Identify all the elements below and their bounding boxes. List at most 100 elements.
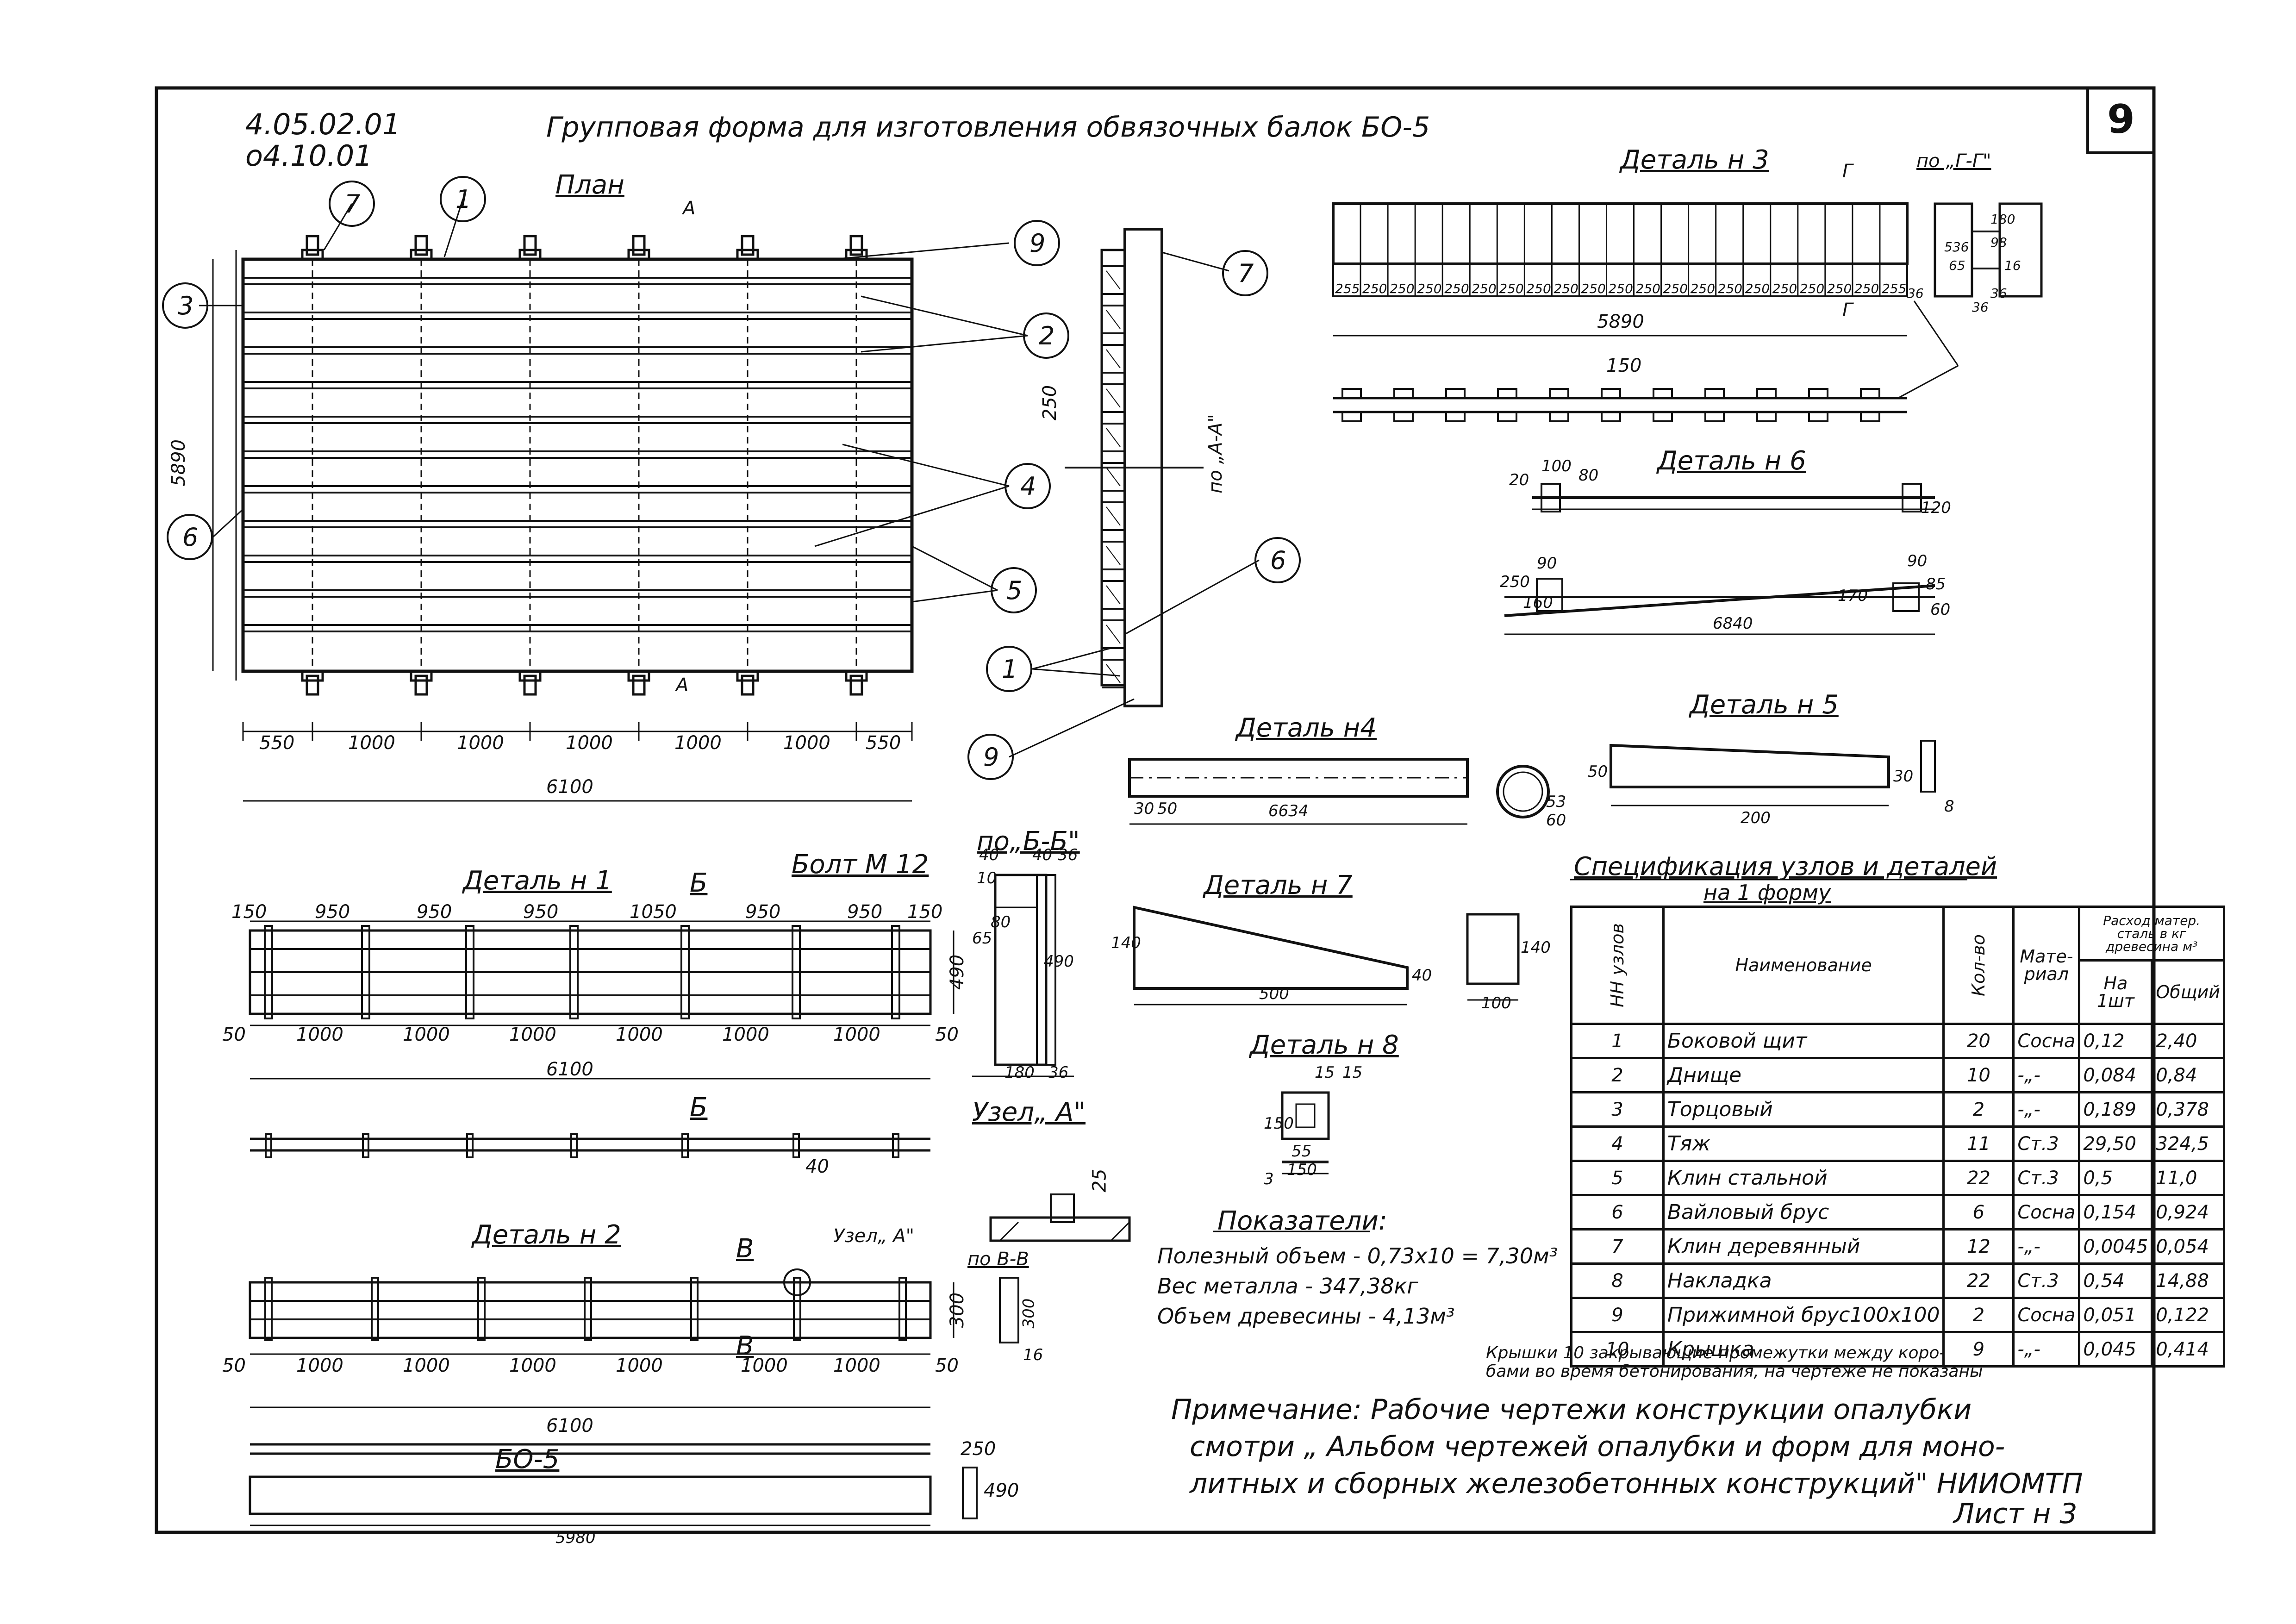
plan-callout-number: 7: [344, 189, 361, 219]
detail-1-post: [792, 925, 801, 1019]
section-a-hatch: [1106, 467, 1121, 487]
spec-cell-per-unit: 0,189: [2078, 1091, 2153, 1128]
plan-height-dim: 5890: [168, 439, 189, 487]
detail-5-drawing: [1610, 740, 1936, 806]
detail-3-spacing-dim: 250: [1717, 281, 1743, 296]
detail-3-overlay: [1808, 411, 1828, 422]
plan-callout-circle: [1014, 220, 1060, 266]
detail-1-post: [465, 925, 474, 1019]
detail-2-post: [477, 1277, 486, 1341]
spec-cell-material: Ст.3: [2012, 1160, 2081, 1196]
detail-1-bottom-post: [892, 1133, 899, 1158]
detail-4-dim: 30: [1134, 800, 1154, 818]
detail-2-bottom-dim: 50: [222, 1355, 246, 1376]
bo5-dim-490: 490: [984, 1480, 1019, 1501]
plan-callout-circle: [167, 514, 213, 560]
spec-cell-qty: 12: [1942, 1228, 2015, 1265]
plan-bolt: [632, 675, 646, 696]
spec-cell-total: 0,84: [2151, 1057, 2225, 1093]
detail-6-label: Деталь н 6: [1657, 446, 1806, 476]
detail-6-dim: 120: [1921, 499, 1951, 517]
plan-spacing-dim: 550: [866, 732, 901, 754]
detail-3-spacing-dim: 250: [1690, 281, 1716, 296]
spec-header-qty: Кол-во: [1942, 906, 2015, 1025]
plan-nut: [627, 249, 650, 261]
spec-cell-qty: 10: [1942, 1057, 2015, 1093]
section-b-b: [972, 874, 1074, 1077]
spec-cell-qty: 22: [1942, 1262, 2015, 1299]
section-bb-dim: 490: [1044, 952, 1074, 971]
detail-3-spacing-dim: 250: [1772, 281, 1797, 296]
spec-cell-num: 1: [1570, 1023, 1665, 1059]
detail-3-dim: 536: [1944, 239, 1969, 255]
section-bb-dim: 10: [977, 869, 997, 887]
section-a-box: [1102, 383, 1126, 413]
indicators-title: Показатели:: [1217, 1206, 1387, 1236]
plan-spacing-dim: 1000: [457, 732, 504, 754]
detail-1-top-dim: 950: [417, 901, 452, 923]
detail-3-spacing-dim: 250: [1854, 281, 1879, 296]
plan-callout-circle: [162, 282, 208, 329]
plan-callout-circle: [440, 176, 486, 222]
detail-4-label: Деталь н4: [1236, 713, 1377, 743]
section-bb-dim: 36: [1058, 846, 1078, 864]
detail-2-section-mark: В: [736, 1234, 754, 1264]
detail-3-spacing-dim: 250: [1635, 281, 1660, 296]
detail-3-spacing-dim: 250: [1554, 281, 1578, 296]
detail-3-spacing-dim: 250: [1581, 281, 1606, 296]
detail-3-spacing-dim: 255: [1881, 281, 1907, 296]
section-a-box: [1102, 305, 1126, 334]
detail-3-spacing-dim: 250: [1827, 281, 1852, 296]
spec-cell-name: Прижимной брус100х100: [1662, 1297, 1945, 1333]
plan-bolt: [741, 675, 755, 696]
plan-nut: [736, 670, 759, 682]
spec-cell-total: 11,0: [2151, 1160, 2225, 1196]
plan-callout-number: 9: [983, 743, 999, 772]
spec-cell-per-unit: 0,12: [2078, 1023, 2153, 1059]
plan-nut: [518, 670, 542, 682]
section-a-a: [1009, 228, 1260, 758]
detail-1-label: Деталь н 1: [463, 866, 612, 896]
spec-header-consumption: Расход матер. сталь в кг древесина м³: [2078, 905, 2225, 962]
spec-cell-name: Клин деревянный: [1662, 1228, 1945, 1265]
spec-cell-name: Накладка: [1662, 1262, 1945, 1299]
detail-3-label: Деталь н 3: [1620, 145, 1769, 175]
detail-1-bottom-post: [570, 1133, 578, 1158]
spec-header-num: НН узлов: [1570, 906, 1665, 1025]
spec-footnote-2: бами во время бетонирования, на чертеже …: [1486, 1362, 1983, 1381]
detail-1-bottom-dim: 1000: [722, 1024, 769, 1045]
spec-cell-name: Тяж: [1662, 1125, 1945, 1162]
detail-3-overlay: [1860, 411, 1880, 422]
detail-1-bottom-dim: 50: [935, 1024, 959, 1045]
spec-cell-material: Сосна: [2012, 1297, 2081, 1333]
note-line-1: Примечание: Рабочие чертежи конструкции …: [1171, 1393, 1972, 1426]
spec-cell-qty: 22: [1942, 1160, 2015, 1196]
spec-cell-material: -„-: [2012, 1331, 2081, 1368]
detail-3-overlay: [1808, 388, 1828, 399]
section-a-box: [1102, 423, 1126, 452]
detail-1-top-dim: 1050: [630, 901, 677, 923]
section-bb-dim: 40: [979, 846, 999, 864]
plan-callout-number: 7: [1238, 259, 1254, 288]
plan-callout-number: 1: [455, 185, 472, 214]
plan-section-mark-bottom: А: [676, 675, 689, 696]
bo5-label: БО-5: [495, 1444, 560, 1474]
spec-cell-name: Днище: [1662, 1057, 1945, 1093]
detail-1-post: [891, 925, 900, 1019]
spec-cell-per-unit: 0,051: [2078, 1297, 2153, 1333]
detail-5-dim: 8: [1944, 797, 1954, 816]
spec-cell-num: 2: [1570, 1057, 1665, 1093]
detail-3-dim: 16: [2004, 258, 2021, 273]
detail-3-overlay: [1445, 388, 1466, 399]
spec-cell-per-unit: 0,045: [2078, 1331, 2153, 1368]
section-bb-label: по„Б-Б": [977, 826, 1080, 856]
node-a-dim: 25: [1089, 1168, 1111, 1193]
detail-3-overlay: [1756, 411, 1777, 422]
plan-callout-number: 9: [1029, 229, 1046, 258]
section-a-hatch: [1106, 349, 1121, 369]
